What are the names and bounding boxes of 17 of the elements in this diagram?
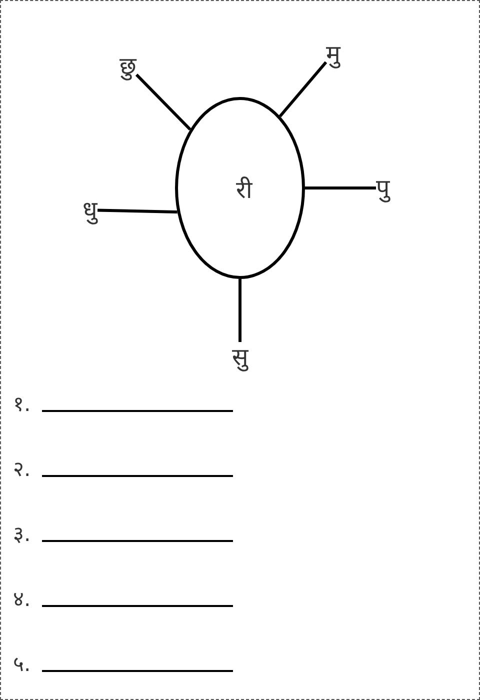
list-number: ५. (13, 651, 31, 677)
syllable-label: धु (82, 195, 98, 225)
spoke-line (97, 208, 178, 214)
center-oval (175, 97, 305, 279)
syllable-label: पु (376, 173, 390, 203)
spoke-line (305, 186, 376, 190)
spoke-line (238, 279, 242, 342)
spoke-line (135, 74, 192, 131)
syllable-label: सु (232, 342, 248, 372)
spoke-line (278, 61, 328, 118)
list-number: २. (13, 456, 31, 482)
list-number: ३. (13, 521, 31, 547)
syllable-label: छु (120, 51, 136, 81)
list-number: १. (13, 391, 31, 417)
list-number: ४. (13, 586, 31, 612)
syllable-text: री (236, 175, 252, 205)
syllable-label: मु (326, 39, 340, 69)
